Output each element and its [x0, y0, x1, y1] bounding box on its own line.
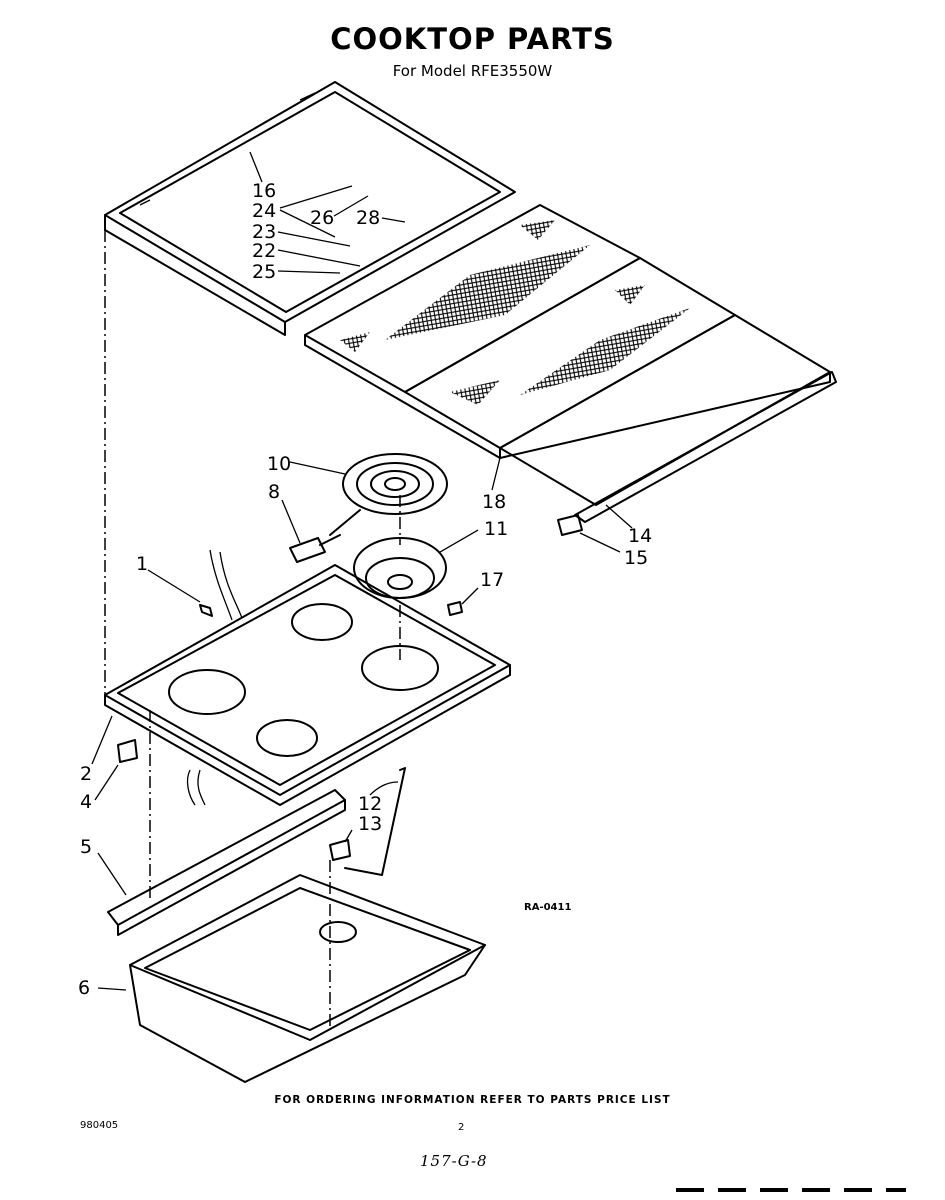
- support-rod: [329, 767, 406, 876]
- callout-16: 16: [252, 180, 276, 202]
- document-number: 980405: [80, 1120, 119, 1131]
- callout-6: 6: [78, 977, 90, 999]
- main-top-frame: [104, 81, 516, 336]
- callout-labels: 16 24 26 28 23 22 25 10 8 18 11 1 17 14 …: [78, 180, 652, 999]
- glass-panels: [304, 204, 831, 506]
- callout-28: 28: [356, 207, 380, 229]
- callout-10: 10: [267, 453, 291, 475]
- handwritten-note: 157-G-8: [420, 1152, 488, 1170]
- callout-23: 23: [252, 221, 276, 243]
- page-number: 2: [458, 1122, 465, 1133]
- surface-element: [289, 453, 448, 563]
- callout-25: 25: [252, 261, 276, 283]
- drip-bowl: [353, 537, 447, 599]
- callout-12: 12: [358, 793, 382, 815]
- footer-dash-marks: [676, 1188, 906, 1192]
- alignment-lines: [104, 230, 401, 1030]
- model-subtitle: For Model RFE3550W: [392, 62, 553, 80]
- callout-13: 13: [358, 813, 382, 835]
- diagram-reference-code: RA-0411: [524, 902, 572, 913]
- burner-box: [129, 874, 486, 1083]
- callout-18: 18: [482, 491, 506, 513]
- callout-11: 11: [484, 518, 508, 540]
- leader-lines: [91, 151, 633, 991]
- callout-5: 5: [80, 836, 92, 858]
- callout-26: 26: [310, 207, 334, 229]
- callout-22: 22: [252, 240, 276, 262]
- trim-strip: [557, 371, 837, 536]
- callout-8: 8: [268, 481, 280, 503]
- callout-4: 4: [80, 791, 92, 813]
- front-channel: [107, 789, 346, 936]
- side-bracket: [117, 739, 138, 763]
- callout-2: 2: [80, 763, 92, 785]
- page-title: COOKTOP PARTS: [330, 22, 615, 56]
- callout-14: 14: [628, 525, 652, 547]
- callout-1: 1: [136, 553, 148, 575]
- callout-15: 15: [624, 547, 648, 569]
- cooktop-panel: [104, 549, 511, 806]
- callout-24: 24: [252, 200, 276, 222]
- ordering-information-note: FOR ORDERING INFORMATION REFER TO PARTS …: [274, 1094, 671, 1106]
- callout-17: 17: [480, 569, 504, 591]
